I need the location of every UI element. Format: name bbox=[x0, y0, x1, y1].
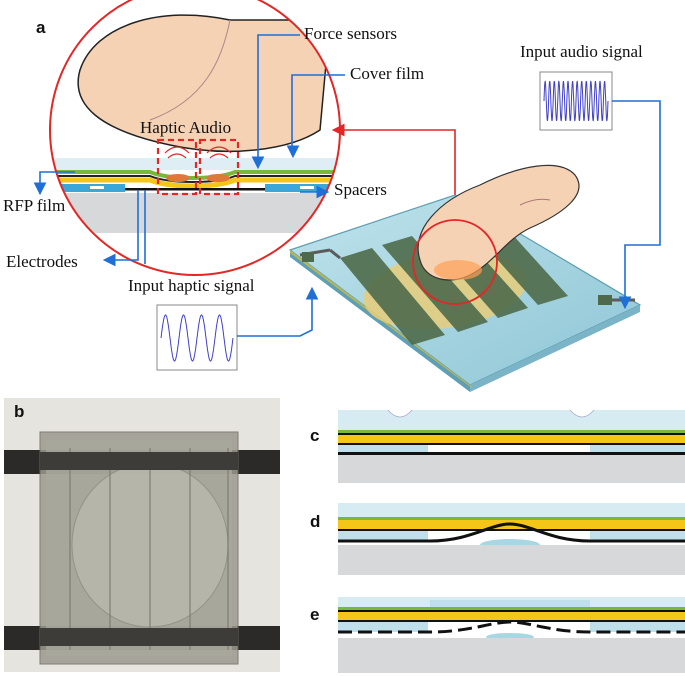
input-audio-label: Input audio signal bbox=[520, 42, 643, 61]
rfp-arrow bbox=[33, 171, 75, 196]
cover-film-label: Cover film bbox=[350, 64, 425, 83]
haptic-box bbox=[156, 138, 198, 196]
spacer-left bbox=[50, 184, 125, 192]
haptic-audio-label: Haptic Audio bbox=[140, 118, 232, 137]
audio-box bbox=[198, 138, 240, 196]
device-focus-circle bbox=[412, 219, 498, 305]
magnify-arrow bbox=[331, 123, 456, 215]
substrate-layer bbox=[50, 193, 340, 233]
audio-signal-plot bbox=[539, 71, 613, 131]
haptic-arrow bbox=[237, 286, 319, 337]
audio-arrow bbox=[612, 100, 661, 310]
haptic-signal-plot bbox=[156, 304, 238, 371]
spacers-label: Spacers bbox=[334, 180, 387, 199]
cover-film-leader bbox=[291, 74, 345, 155]
force-sensors-leader bbox=[257, 34, 300, 165]
panel-label-c: c bbox=[310, 426, 320, 445]
cross-section-e bbox=[338, 597, 685, 673]
electrodes-label: Electrodes bbox=[6, 252, 78, 271]
input-haptic-label: Input haptic signal bbox=[128, 276, 255, 295]
cross-section-d bbox=[338, 503, 685, 575]
panel-label-a: a bbox=[36, 18, 46, 37]
rfp-film-label: RFP film bbox=[3, 196, 66, 215]
panel-label-b: b bbox=[14, 402, 25, 421]
device-photo bbox=[4, 398, 280, 672]
panel-label-e: e bbox=[310, 605, 320, 624]
finger-closeup bbox=[77, 14, 331, 153]
device-illustration bbox=[288, 164, 642, 392]
cross-section-c bbox=[338, 409, 685, 483]
force-sensors-label: Force sensors bbox=[304, 24, 398, 43]
electrodes-arrow bbox=[102, 190, 139, 267]
panel-label-d: d bbox=[310, 512, 321, 531]
